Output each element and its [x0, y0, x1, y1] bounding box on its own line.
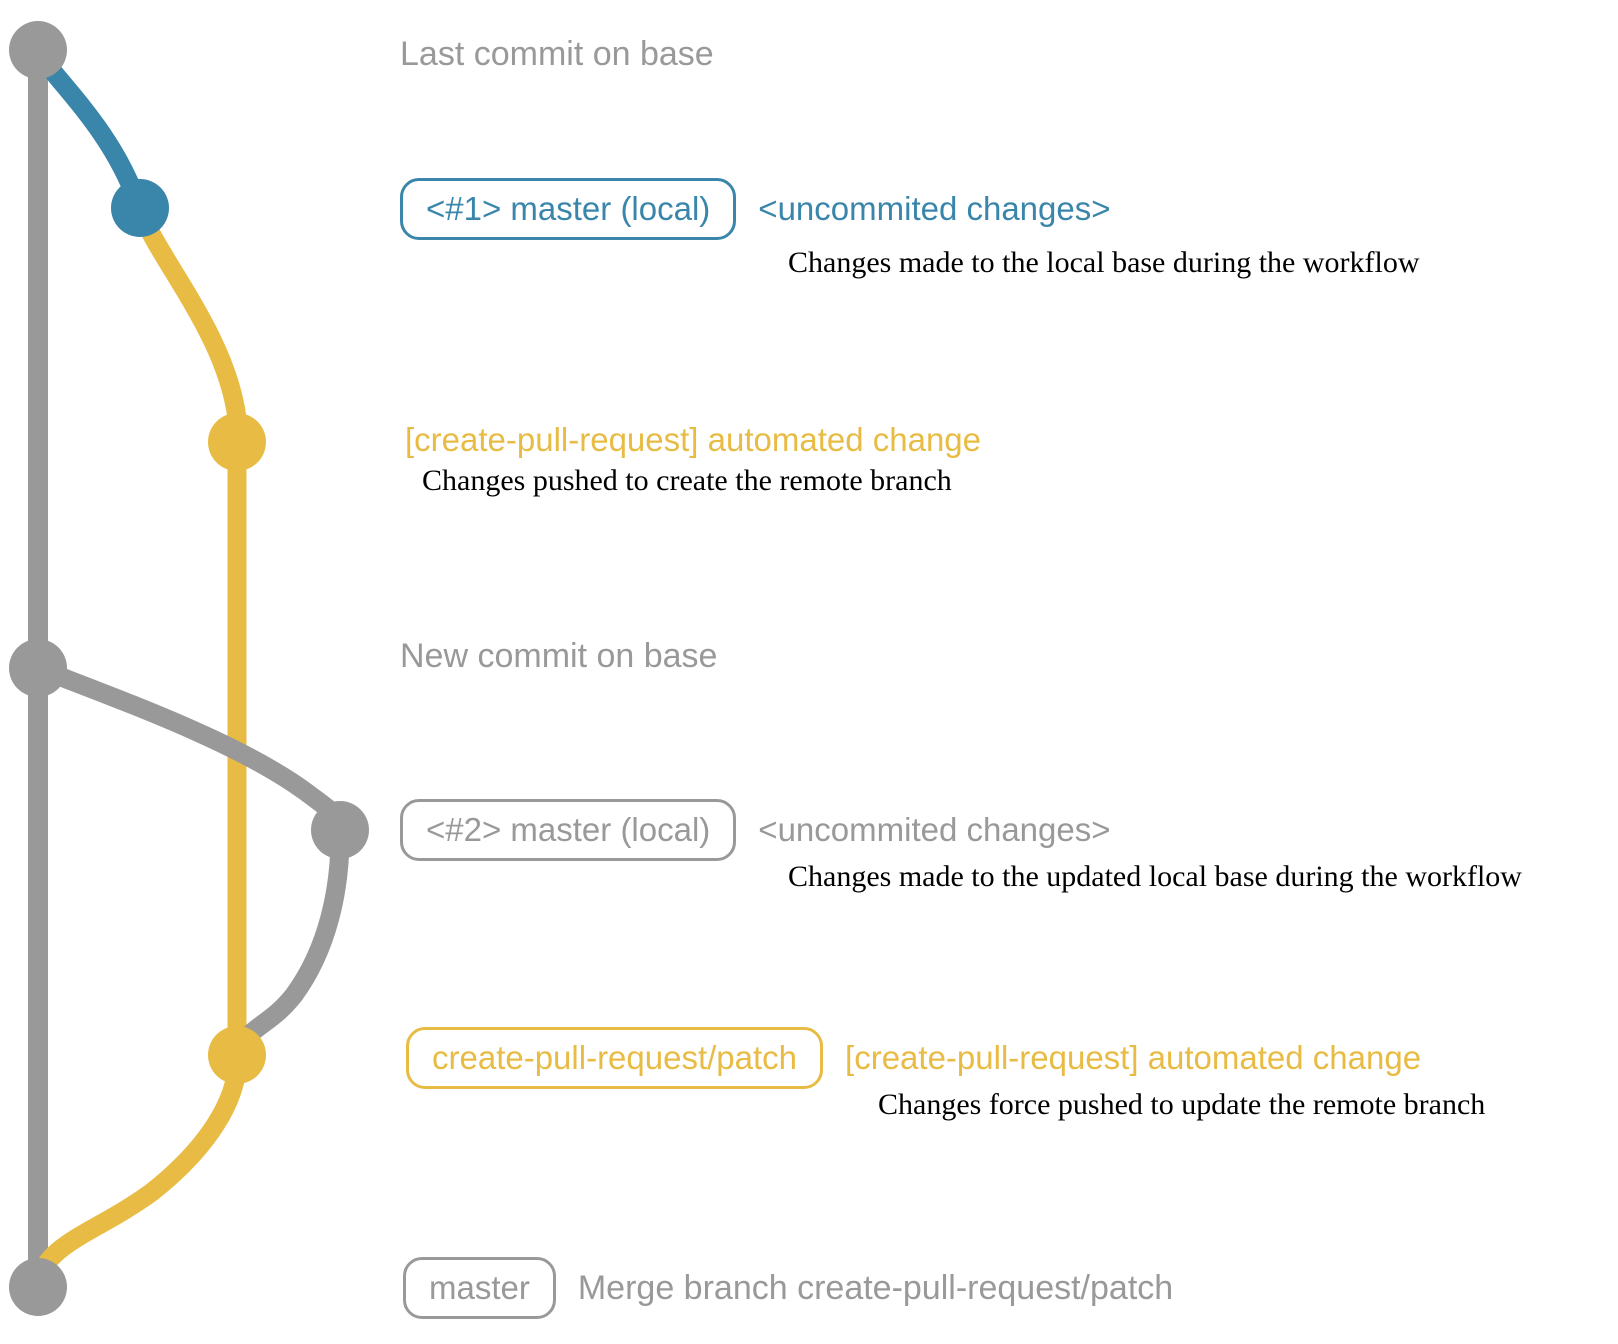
commit2-branch-badge: <#2> master (local) [400, 799, 737, 861]
commit1-description: Changes made to the local base during th… [788, 246, 1420, 279]
updated-local-curve [28, 658, 350, 840]
commit1-branch-badge: <#1> master (local) [400, 178, 737, 240]
push1-commit-label: [create-pull-request] automated change [405, 421, 982, 458]
remote-branch-line [130, 200, 247, 1065]
commit-node-merge [9, 1258, 67, 1316]
commit-node-local-2 [311, 801, 369, 859]
push2-row: create-pull-request/patch [create-pull-r… [406, 1026, 1421, 1090]
new-commit-label: New commit on base [400, 637, 718, 675]
commit2-description: Changes made to the updated local base d… [788, 860, 1522, 893]
commit-node-local-1 [111, 179, 169, 237]
commit-node-last-base [9, 21, 67, 79]
commit-node-new-base [9, 639, 67, 697]
branch-graph [9, 21, 369, 1316]
merge-row: master Merge branch create-pull-request/… [403, 1256, 1173, 1320]
push1-description: Changes pushed to create the remote bran… [422, 464, 952, 497]
push2-description: Changes force pushed to update the remot… [878, 1088, 1486, 1121]
commit2-status-label: <uncommited changes> [758, 811, 1111, 848]
commit1-row: <#1> master (local) <uncommited changes> [400, 177, 1111, 241]
last-commit-label: Last commit on base [400, 35, 714, 73]
commit-node-remote-2 [208, 1026, 266, 1084]
push2-commit-label: [create-pull-request] automated change [845, 1039, 1422, 1076]
commit2-row: <#2> master (local) <uncommited changes> [400, 798, 1111, 862]
merge-commit-label: Merge branch create-pull-request/patch [577, 1269, 1174, 1307]
commit1-status-label: <uncommited changes> [758, 190, 1111, 227]
merge-branch-badge: master [403, 1257, 556, 1319]
force-push-curve [227, 820, 350, 1065]
push1-row: [create-pull-request] automated change [405, 408, 981, 472]
push2-branch-badge: create-pull-request/patch [406, 1027, 824, 1089]
commit-node-remote-1 [208, 413, 266, 471]
merge-curve [28, 1045, 247, 1294]
